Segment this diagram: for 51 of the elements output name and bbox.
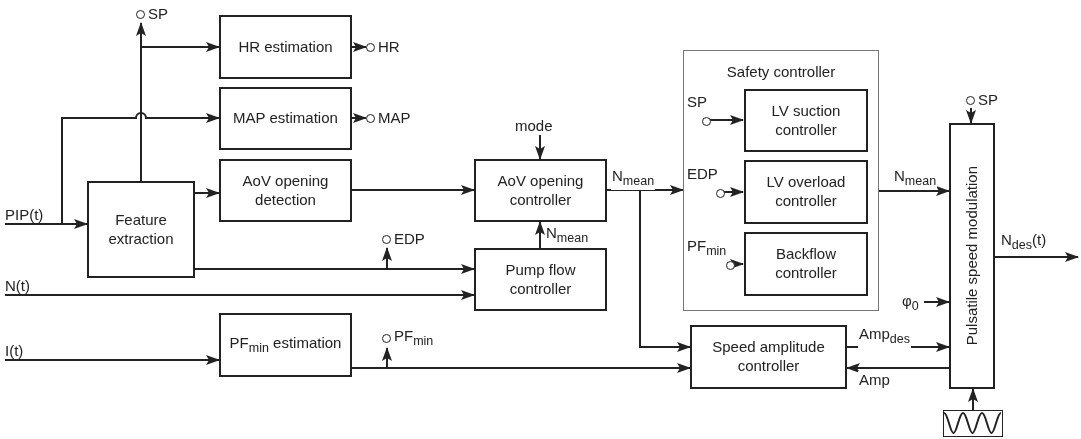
signal-label: N(t): [5, 277, 45, 295]
signal-label: EDP: [394, 230, 425, 248]
arrow: [535, 134, 545, 160]
signal-label: PF$_{min}$: [394, 326, 434, 350]
arrow: [878, 186, 950, 196]
arrow: [61, 112, 220, 225]
arrow: [923, 297, 950, 307]
arrow: [709, 115, 744, 125]
arrow: [4, 355, 220, 365]
group-box: [683, 50, 879, 311]
arrow: [846, 363, 950, 373]
signal-label: I(t): [5, 342, 40, 360]
arrow: [723, 187, 744, 197]
signal-label: SP: [687, 93, 707, 111]
process-box: PF$_{min}$ estimation: [219, 313, 352, 377]
signal-label: PIP(t): [5, 206, 62, 224]
arrow: [351, 363, 691, 373]
arrow: [351, 42, 367, 52]
signal-label: SP: [978, 91, 998, 109]
arrow: [966, 107, 976, 124]
process-box: MAP estimation: [219, 87, 352, 150]
arrow: [730, 259, 744, 269]
arrow: [4, 219, 88, 229]
arrow: [194, 264, 475, 274]
arrow: [535, 221, 545, 249]
arrow: [968, 388, 978, 411]
process-box: LV suction controller: [744, 89, 868, 152]
process-box: Pulsatile speed modulation: [949, 123, 995, 389]
process-box: AoV opening detection: [219, 159, 352, 222]
signal-label: MAP: [378, 109, 411, 127]
process-box: Feature extraction: [87, 181, 195, 278]
arrow: [351, 113, 367, 123]
group-title: Safety controller: [725, 63, 837, 80]
signal-label: PF$_{min}$: [687, 237, 727, 260]
signal-label: φ$_{0}$: [902, 292, 924, 312]
process-box: Backflow controller: [744, 232, 868, 296]
arrow: [351, 185, 475, 195]
process-box: Speed amplitude controller: [690, 325, 847, 389]
arrow: [194, 188, 220, 198]
process-box: AoV opening controller: [474, 159, 607, 222]
process-box: LV overload controller: [744, 160, 868, 224]
process-box: HR estimation: [219, 15, 352, 79]
signal-label: EDP: [687, 165, 718, 183]
sine-wave-drawing: [943, 410, 1003, 437]
signal-label: mode: [515, 117, 565, 135]
process-box: Pump flow controller: [474, 248, 607, 311]
arrow: [4, 290, 475, 300]
signal-label: HR: [378, 38, 400, 56]
signal-label: SP: [148, 5, 168, 23]
edge-label: Amp: [858, 371, 891, 389]
arrow: [994, 252, 1079, 262]
